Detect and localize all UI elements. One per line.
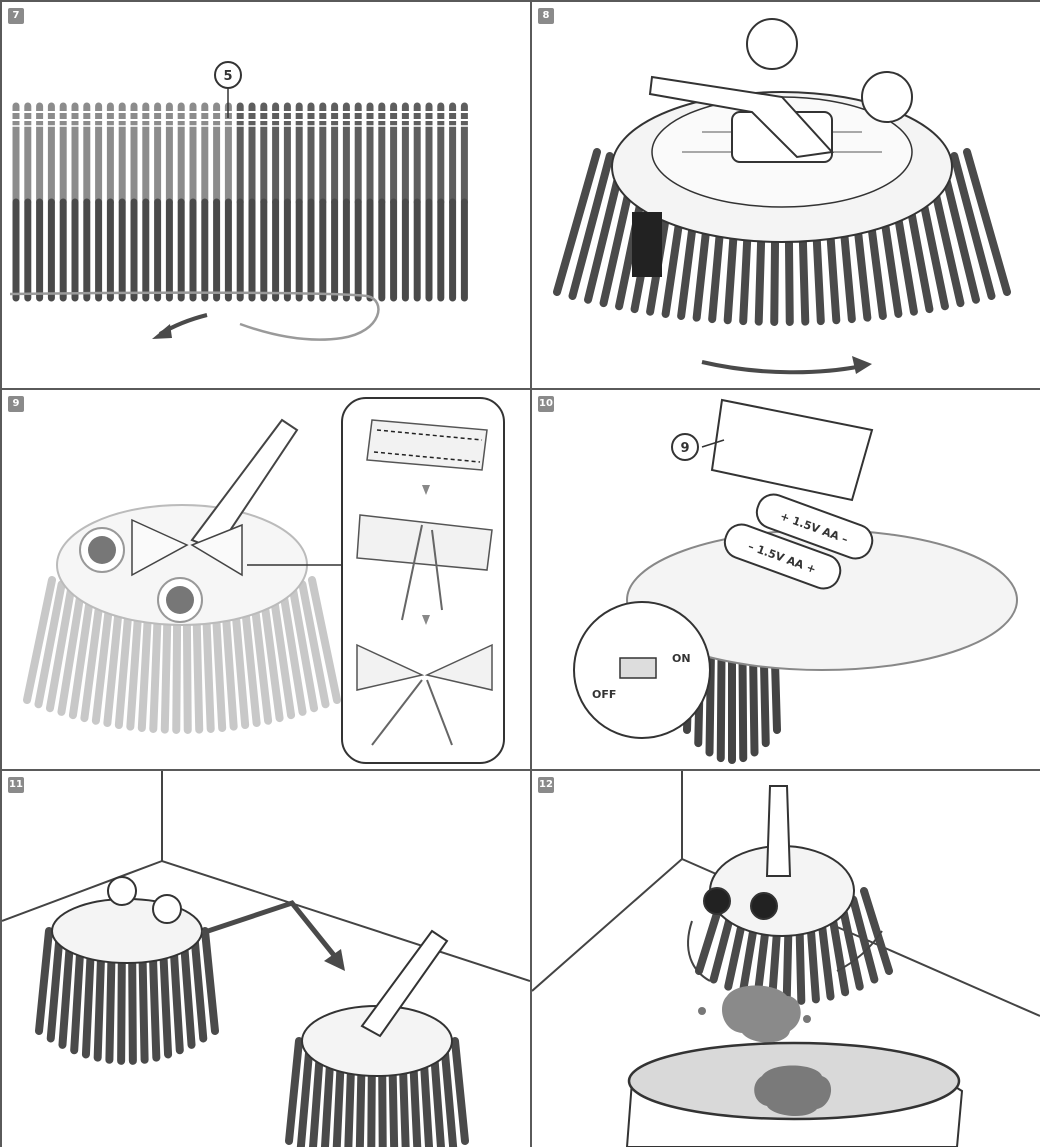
fringe-strand <box>153 958 156 1058</box>
switch-off-label: OFF <box>592 688 616 701</box>
robot-eye-left <box>747 19 797 69</box>
fringe-strand <box>205 931 215 1031</box>
fringe-strand <box>393 1070 395 1147</box>
robot-eye <box>704 888 730 914</box>
fringe-strand <box>62 945 69 1045</box>
fringe-strand <box>371 1071 372 1147</box>
fringe-strand <box>324 1060 330 1147</box>
direction-arrow-head <box>152 324 172 339</box>
fringe-strand <box>312 1055 319 1147</box>
fringe-strand <box>216 608 222 728</box>
fringe-strand <box>132 961 133 1061</box>
robot-eye <box>108 877 136 905</box>
step-number-badge: 9 <box>8 396 24 412</box>
step-number-badge: 7 <box>8 8 24 24</box>
fringe-strand <box>74 950 80 1050</box>
step-number-badge: 12 <box>538 777 554 793</box>
fringe-strand <box>445 1048 454 1147</box>
fringe-strand <box>121 961 122 1061</box>
fringe-strand <box>153 609 158 729</box>
panel-step-10: 10 9 + 1.5V AA – – 1.5V AA + ON OFF <box>532 390 1040 769</box>
step-number-badge: 10 <box>538 396 554 412</box>
fringe-strand <box>39 931 49 1031</box>
fringe-strand <box>434 1055 441 1147</box>
callout-label: 9 <box>680 441 689 456</box>
fringe-strand <box>206 609 211 729</box>
fringe-strand <box>109 960 111 1060</box>
dust-particle <box>698 1007 706 1015</box>
fringe-strand <box>98 958 101 1058</box>
fringe-strand <box>195 938 204 1038</box>
fringe-strand <box>301 1048 310 1147</box>
fringe-strand <box>403 1068 406 1147</box>
fringe-strand <box>225 607 233 727</box>
fringe-strip <box>16 106 464 298</box>
panel-step-11: 11 <box>2 771 530 1147</box>
step-number-badge: 11 <box>8 777 24 793</box>
fringe-strand <box>163 954 168 1054</box>
robot-with-fringe-illustration <box>532 2 1040 388</box>
fringe-strand <box>348 1068 351 1147</box>
switch-on-label: ON <box>672 652 691 665</box>
fringe-strand <box>51 938 60 1038</box>
robot-arm <box>767 786 790 876</box>
dust-particle <box>803 1015 811 1023</box>
robot-eye-right-lens <box>166 586 194 614</box>
battery-install-illustration: 9 + 1.5V AA – – 1.5V AA + ON OFF <box>532 390 1040 769</box>
robot-eye <box>153 895 181 923</box>
fringe-strand <box>413 1064 418 1147</box>
robot-movement-illustration <box>2 771 530 1147</box>
panel-step-9: 9 <box>2 390 530 769</box>
panel-step-7: 7 5 <box>2 2 530 388</box>
robot-eye-right <box>862 72 912 122</box>
battery-slot <box>632 212 662 277</box>
step-number-badge: 8 <box>538 8 554 24</box>
fringe-strand <box>289 1041 299 1141</box>
fringe-strand <box>196 610 199 730</box>
fringe-strand <box>143 960 145 1060</box>
power-switch <box>620 658 656 678</box>
fringe-strand <box>165 610 168 730</box>
rotation-arrow-head <box>852 356 872 374</box>
bow-tie-illustration <box>2 390 530 769</box>
fringe-strand <box>86 954 91 1054</box>
fringe-strand <box>382 1071 383 1147</box>
fringe-strand <box>184 945 191 1045</box>
panel-step-8: 8 <box>532 2 1040 388</box>
fringe-strand <box>130 607 138 727</box>
fringe-strand <box>174 950 180 1050</box>
fringe-strand <box>176 610 177 730</box>
fringe-strand <box>142 608 148 728</box>
rotation-arrow-shaft <box>702 362 862 372</box>
dustbin-illustration <box>532 771 1040 1147</box>
fringe-strand <box>187 610 188 730</box>
fringe-strip-illustration: 5 <box>2 2 530 388</box>
fringe-strand <box>336 1064 341 1147</box>
robot-eye-left-lens <box>88 536 116 564</box>
panel-step-12: 12 <box>532 771 1040 1147</box>
callout-label: 5 <box>223 69 232 84</box>
fringe-strand <box>455 1041 465 1141</box>
battery-cover <box>712 400 872 500</box>
fringe-strand <box>359 1070 361 1147</box>
fringe-strand <box>424 1060 430 1147</box>
robot-eye <box>751 893 777 919</box>
